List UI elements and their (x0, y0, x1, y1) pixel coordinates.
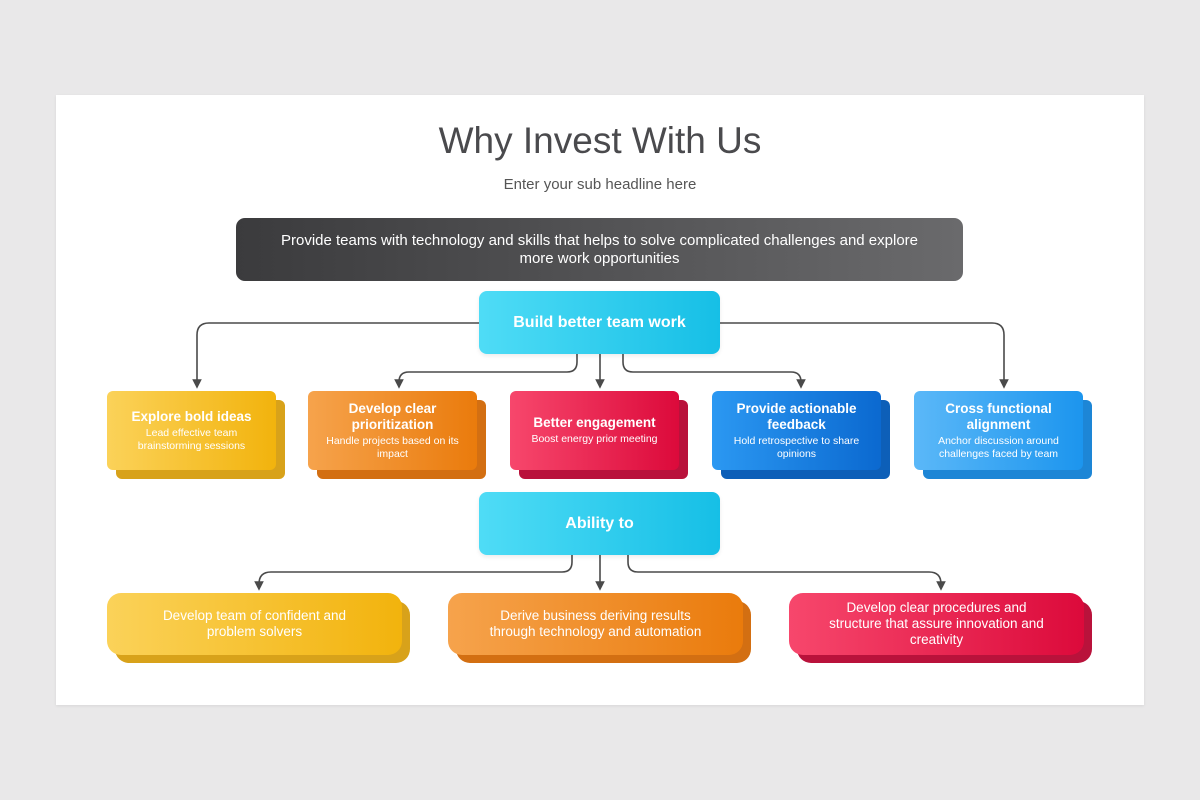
card-title: Explore bold ideas (131, 408, 252, 424)
card-better-engagement: Better engagement Boost energy prior mee… (510, 391, 688, 479)
card-provide-actionable-feedback: Provide actionable feedback Hold retrosp… (712, 391, 890, 479)
outcome-confident-problem-solvers: Develop team of confident and problem so… (107, 593, 410, 663)
connector-to-card-4 (622, 354, 806, 389)
connector-to-card-2 (394, 354, 578, 389)
hub-ability-to-label: Ability to (565, 514, 634, 532)
card-desc: Boost energy prior meeting (531, 433, 658, 445)
card-develop-clear-prioritization: Develop clear prioritization Handle proj… (308, 391, 486, 479)
pill-face: Develop team of confident and problem so… (107, 593, 402, 655)
connector-to-bottom-1 (254, 555, 573, 591)
card-desc: Handle projects based on its impact (326, 434, 459, 460)
mission-banner-text: Provide teams with technology and skills… (280, 231, 919, 267)
page-subtitle: Enter your sub headline here (503, 176, 697, 193)
hub-build-team-work-label: Build better team work (513, 313, 686, 331)
outcome-business-results: Derive business deriving results through… (448, 593, 751, 663)
card-title: Better engagement (533, 415, 656, 430)
card-title: Cross functional alignment (945, 400, 1052, 432)
mission-banner: Provide teams with technology and skills… (236, 218, 963, 281)
pill-text: Derive business deriving results through… (489, 608, 702, 639)
pill-face: Develop clear procedures and structure t… (789, 593, 1084, 655)
card-explore-bold-ideas: Explore bold ideas Lead effective team b… (107, 391, 285, 479)
card-face: Cross functional alignment Anchor discus… (914, 391, 1083, 470)
pill-text: Develop team of confident and problem so… (162, 608, 347, 639)
hub-build-team-work: Build better team work (479, 291, 720, 354)
card-cross-functional-alignment: Cross functional alignment Anchor discus… (914, 391, 1092, 479)
card-title: Develop clear prioritization (348, 400, 437, 432)
card-desc: Anchor discussion around challenges face… (938, 434, 1059, 460)
card-face: Provide actionable feedback Hold retrosp… (712, 391, 881, 470)
card-desc: Hold retrospective to share opinions (733, 434, 860, 460)
hub-ability-to: Ability to (479, 492, 720, 555)
page-title: Why Invest With Us (438, 120, 762, 161)
pill-text: Develop clear procedures and structure t… (829, 600, 1044, 647)
card-face: Develop clear prioritization Handle proj… (308, 391, 477, 470)
card-face: Better engagement Boost energy prior mee… (510, 391, 679, 470)
card-title: Provide actionable feedback (736, 400, 857, 432)
connector-to-card-5 (720, 322, 1009, 389)
connector-to-card-1 (192, 322, 479, 389)
outcome-clear-procedures: Develop clear procedures and structure t… (789, 593, 1092, 663)
card-desc: Lead effective team brainstorming sessio… (137, 426, 246, 452)
connector-to-bottom-3 (627, 555, 946, 591)
pill-face: Derive business deriving results through… (448, 593, 743, 655)
card-face: Explore bold ideas Lead effective team b… (107, 391, 276, 470)
